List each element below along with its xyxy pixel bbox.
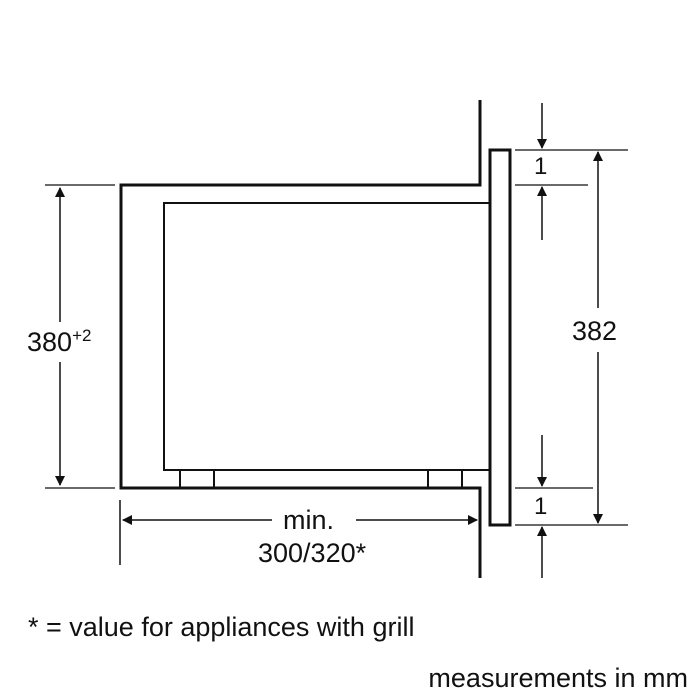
top-overlap-label: 1 [534,153,548,180]
bottom-overlap-label: 1 [534,493,548,520]
niche-height-tolerance: +2 [72,326,92,345]
appliance-front-panel [488,148,512,527]
niche-height-label: 380+2 [27,326,92,357]
cabinet-outline [119,100,482,578]
footnote: * = value for appliances with grill [28,612,415,642]
foot-left [179,469,215,489]
appliance-body [163,202,490,471]
niche-height-value: 380 [27,327,73,357]
appliance-height-label: 382 [572,316,618,346]
depth-min-label: min. [283,505,335,535]
units-note: measurements in mm [428,663,688,693]
foot-right [427,469,463,489]
depth-value-label: 300/320* [258,538,367,568]
